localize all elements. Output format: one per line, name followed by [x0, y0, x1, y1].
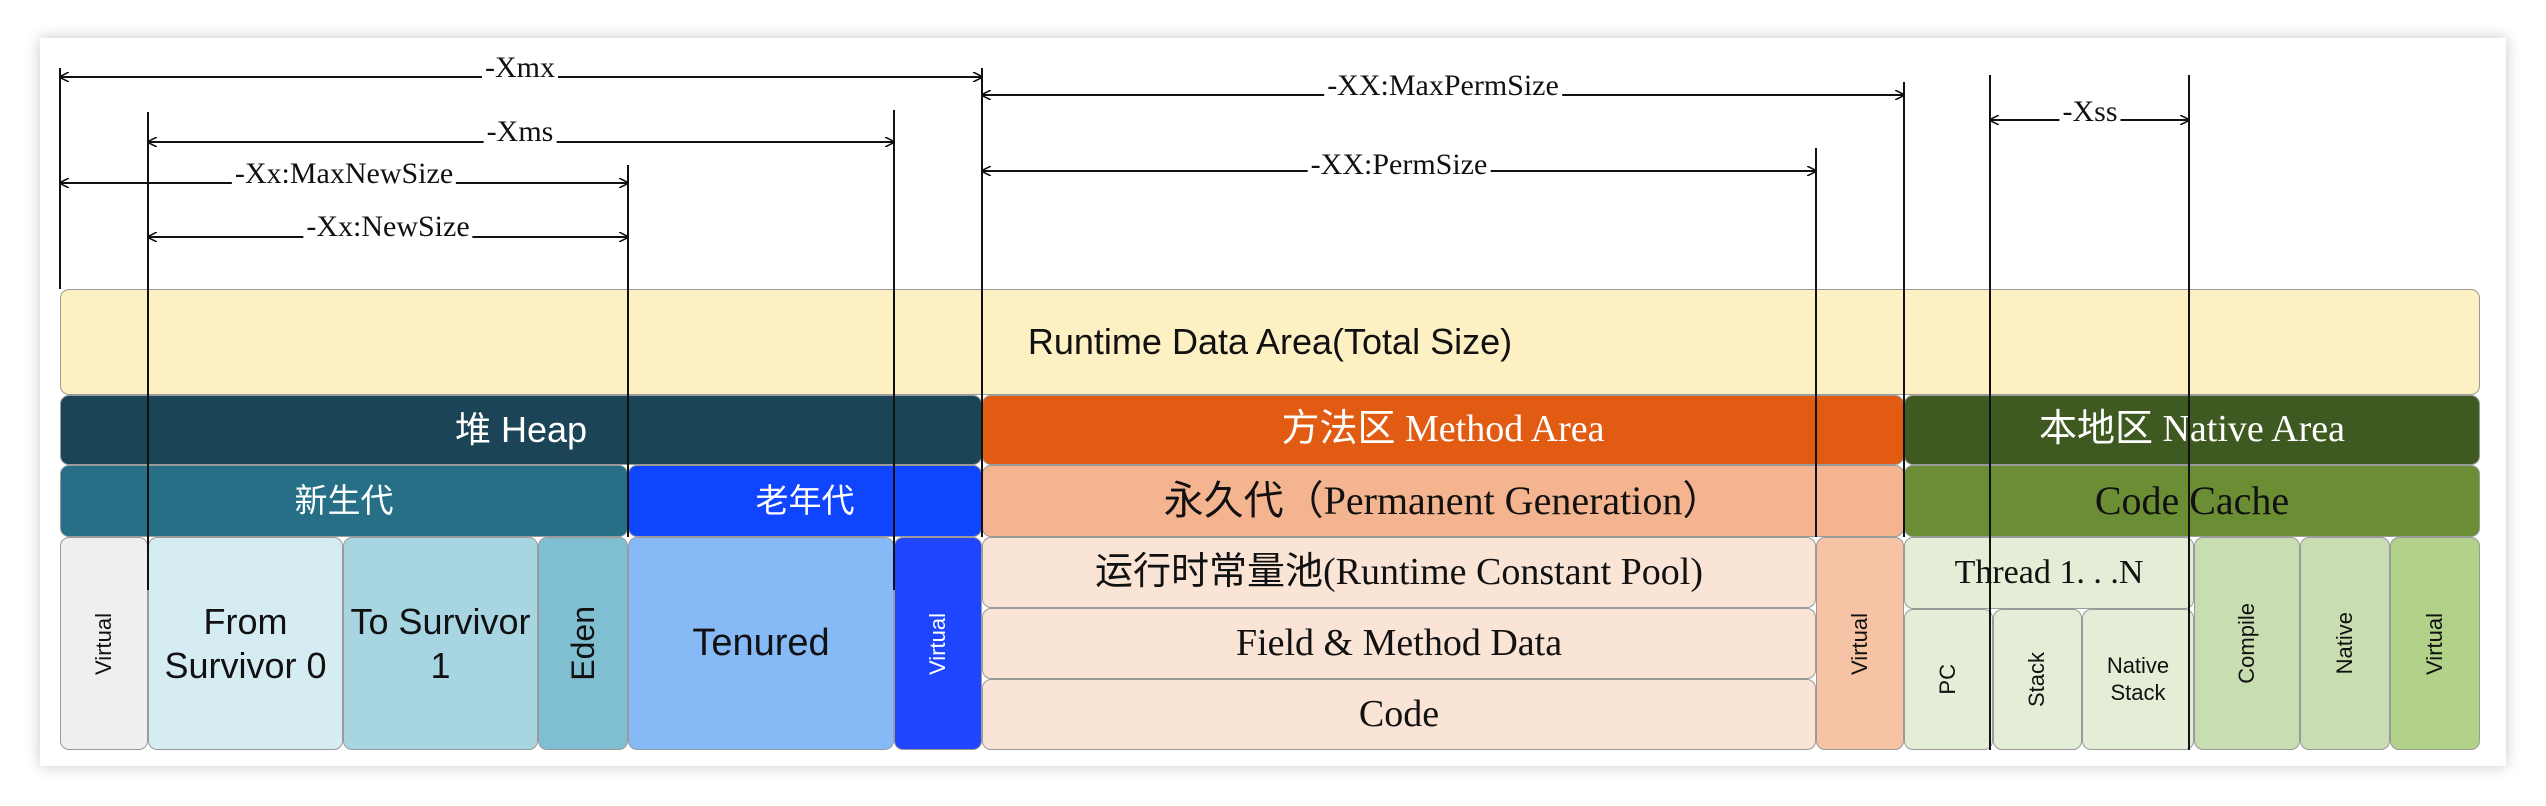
field-method-data: Field & Method Data: [982, 608, 1816, 679]
thread-stack: Stack: [1993, 609, 2082, 750]
native-virtual: Virtual: [2390, 537, 2480, 750]
old-generation-label: 老年代: [755, 482, 855, 520]
young-generation-label: 新生代: [294, 482, 394, 520]
to-survivor-label: To Survivor 1: [350, 601, 531, 686]
max-perm-size-label: -XX:MaxPermSize: [1324, 69, 1562, 103]
native-method-area: Native: [2300, 537, 2390, 750]
thread-area-label: Thread 1. . .N: [1954, 553, 2144, 591]
max-new-size-label: -Xx:MaxNewSize: [231, 157, 457, 191]
tenured-label: Tenured: [692, 621, 830, 664]
xss-label: -Xss: [2059, 95, 2121, 129]
code-area-label: Code: [1358, 692, 1440, 735]
heap-virtual-right: Virtual: [894, 537, 982, 750]
young-generation: 新生代: [60, 465, 628, 537]
pc-register: PC: [1904, 609, 1993, 750]
from-survivor-label: From Survivor 0: [164, 601, 327, 686]
native-area: 本地区 Native Area: [1904, 395, 2480, 465]
old-generation: 老年代: [628, 465, 982, 537]
runtime-constant-pool-label: 运行时常量池(Runtime Constant Pool): [1094, 550, 1703, 593]
runtime-constant-pool: 运行时常量池(Runtime Constant Pool): [982, 537, 1816, 608]
native-area-label: 本地区 Native Area: [2038, 408, 2346, 451]
method-area: 方法区 Method Area: [982, 395, 1904, 465]
perm-size-label: -XX:PermSize: [1307, 148, 1491, 182]
to-survivor: To Survivor 1: [343, 537, 538, 750]
xms-label: -Xms: [483, 115, 557, 149]
field-method-data-label: Field & Method Data: [1235, 621, 1563, 664]
method-area-label: 方法区 Method Area: [1281, 408, 1605, 451]
permanent-generation: 永久代（Permanent Generation）: [982, 465, 1904, 537]
code-cache: Code Cache: [1904, 465, 2480, 537]
native-stack: Native Stack: [2082, 609, 2194, 750]
permanent-generation-label: 永久代（Permanent Generation）: [1163, 478, 1723, 523]
xmx-label: -Xmx: [482, 51, 558, 85]
runtime-data-area: Runtime Data Area(Total Size): [60, 289, 2480, 395]
code-area: Code: [982, 679, 1816, 750]
tenured: Tenured: [628, 537, 894, 750]
from-survivor: From Survivor 0: [148, 537, 343, 750]
new-size-label: -Xx:NewSize: [303, 210, 473, 244]
compile-area: Compile: [2194, 537, 2300, 750]
thread-area: Thread 1. . .N: [1904, 537, 2194, 609]
heap-virtual-left: Virtual: [60, 537, 148, 750]
heap-area: 堆 Heap: [60, 395, 982, 465]
native-stack-label: Native Stack: [2106, 653, 2170, 705]
heap-area-label: 堆 Heap: [454, 409, 588, 451]
eden: Eden: [538, 537, 628, 750]
runtime-data-area-label: Runtime Data Area(Total Size): [1027, 321, 1513, 363]
method-virtual: Virtual: [1816, 537, 1904, 750]
code-cache-label: Code Cache: [2094, 478, 2290, 523]
